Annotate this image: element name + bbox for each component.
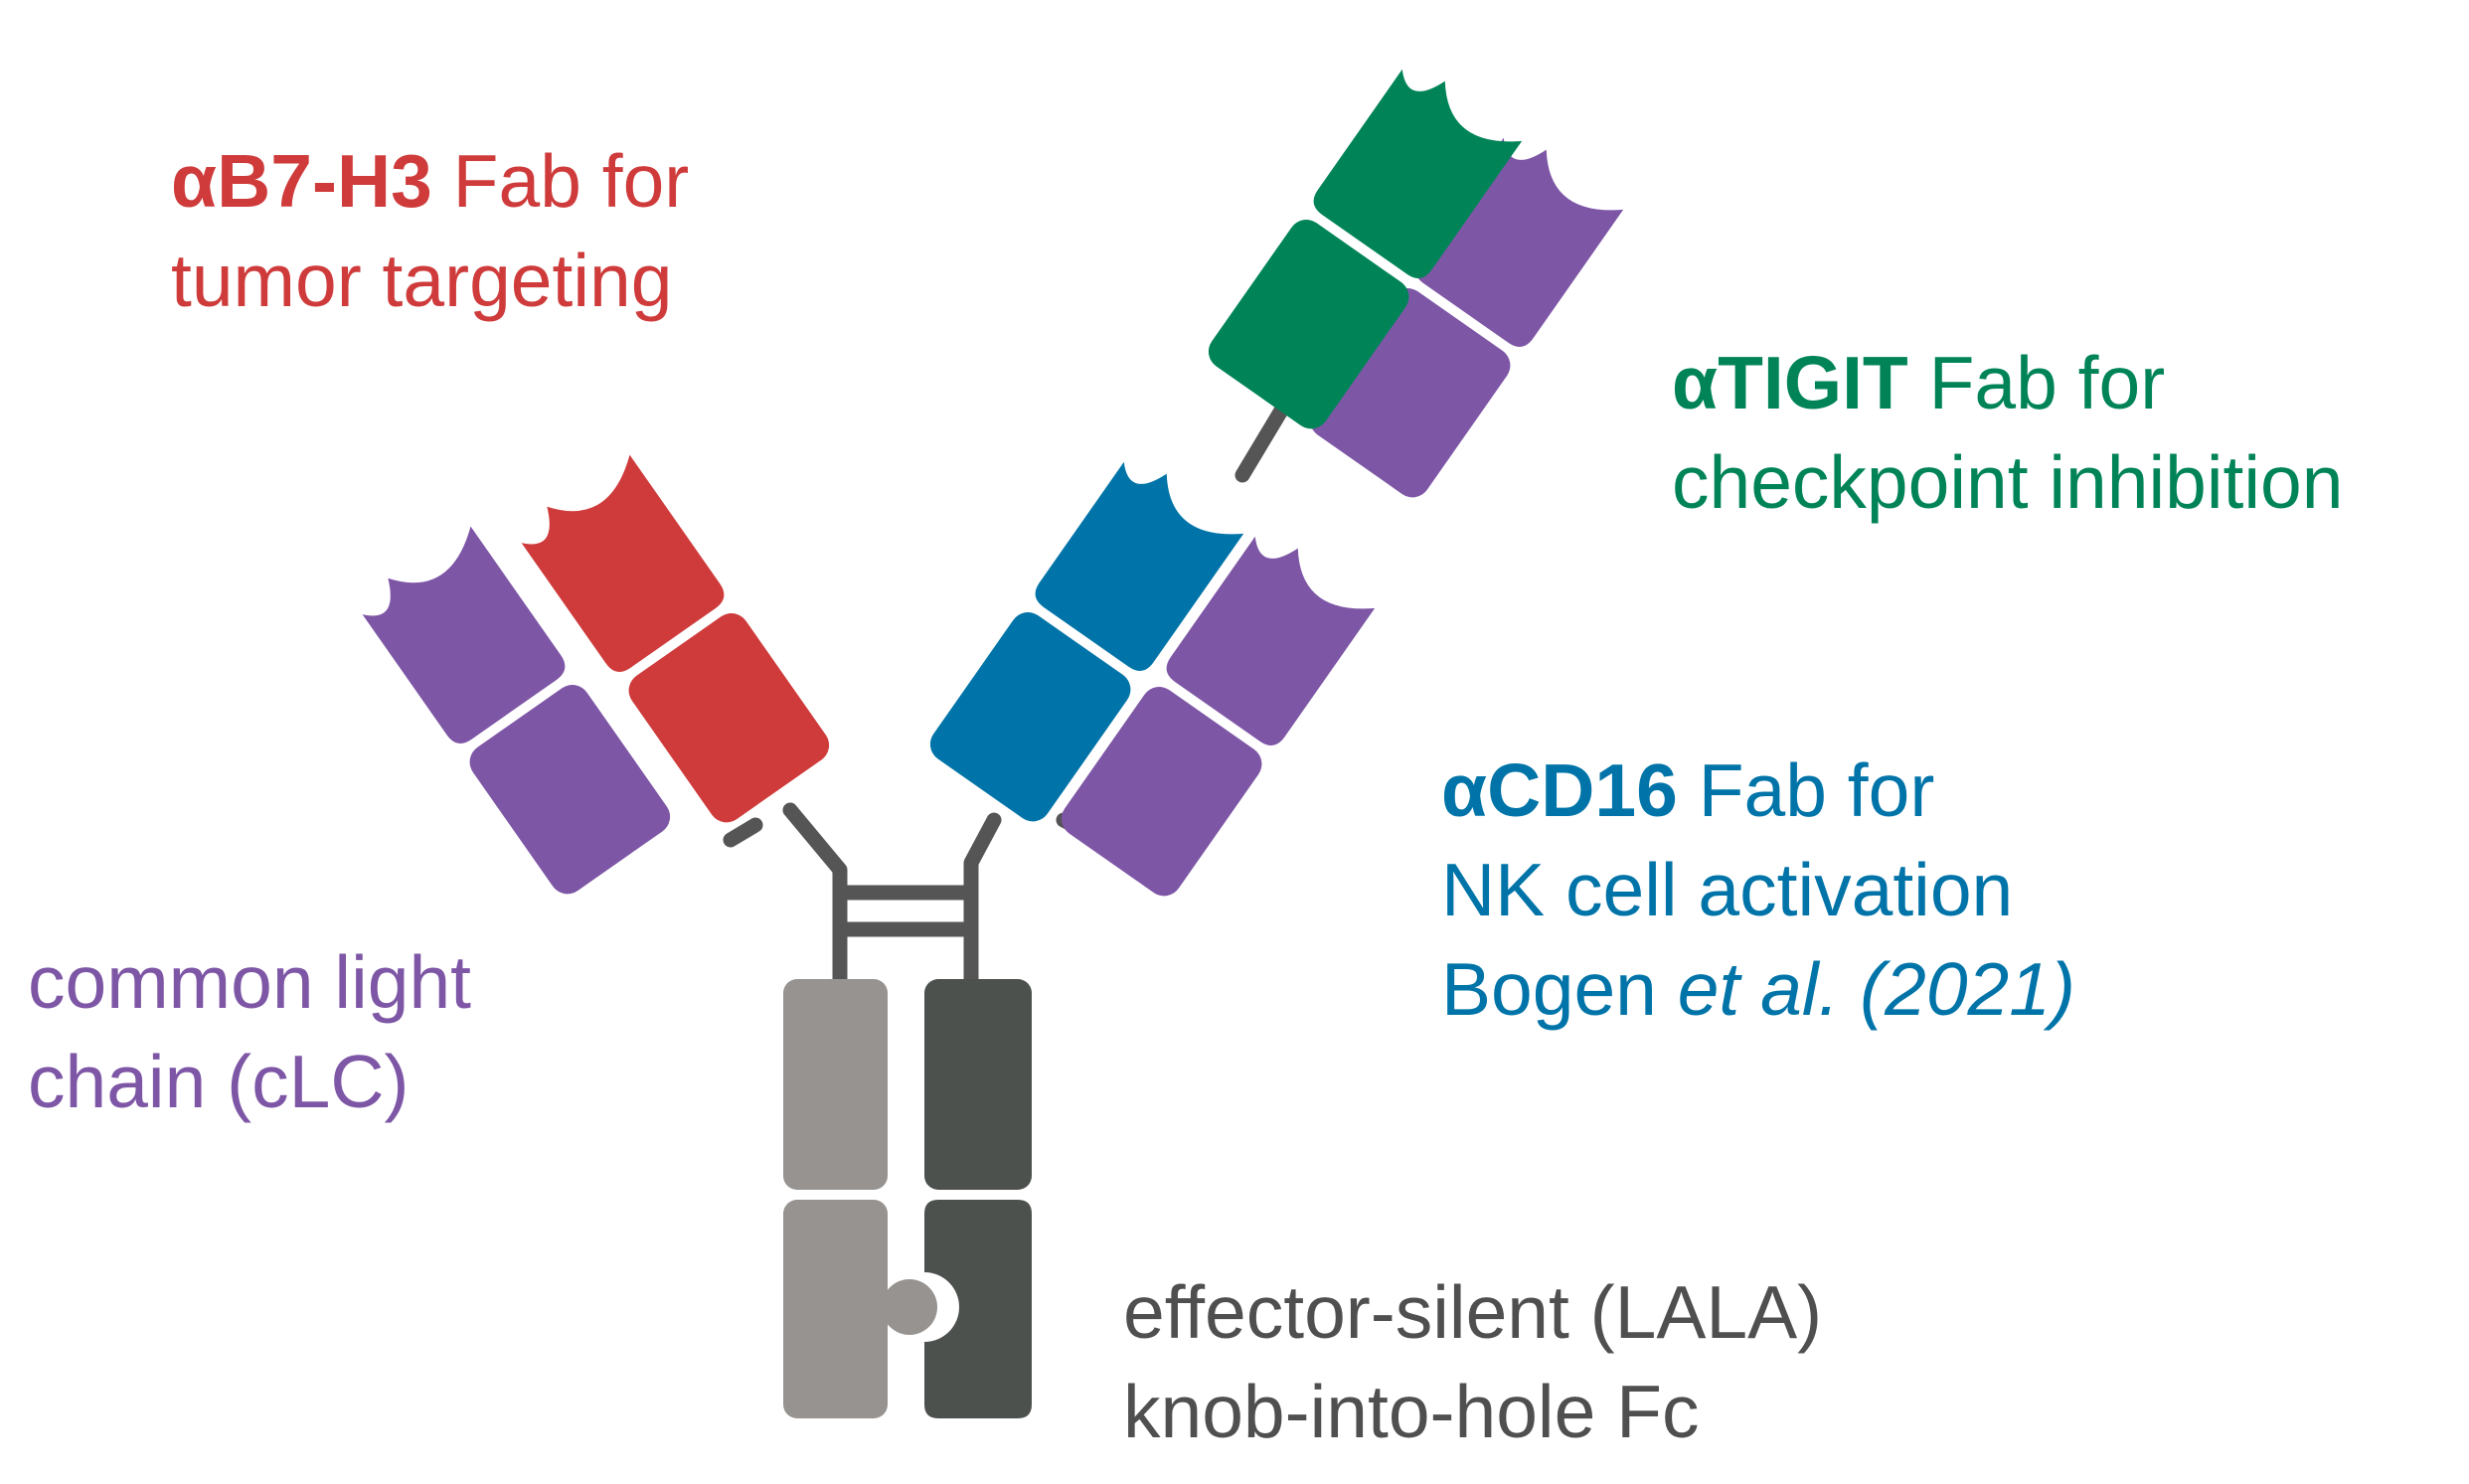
clc-label-line2: chain (cLC): [28, 1040, 410, 1123]
fc-label: effector-silent (LALA) knob-into-hole Fc: [1123, 1262, 1822, 1461]
tigit-target-name: αTIGIT: [1672, 341, 1908, 424]
left-heavy-linker: [782, 802, 848, 992]
b7h3-label-suffix: Fab for: [431, 139, 690, 223]
cd16-label-line2: NK cell activation: [1441, 848, 2014, 931]
left-light-linker: [723, 817, 763, 848]
cd16-label-suffix: Fab for: [1677, 748, 1935, 832]
tigit-label-line2: checkpoint inhibition: [1672, 440, 2344, 524]
b7h3-label: αB7-H3 Fab for tumor targeting: [171, 131, 689, 330]
cd16-target-name: αCD16: [1441, 748, 1678, 832]
fc-knob: [882, 1279, 937, 1335]
tigit-label-suffix: Fab for: [1907, 341, 2166, 424]
b7h3-label-line2: tumor targeting: [171, 239, 673, 322]
fc-hole-chain: [924, 979, 1032, 1418]
clc-label: common light chain (cLC): [28, 932, 471, 1131]
fc-label-line1: effector-silent (LALA): [1123, 1270, 1823, 1354]
fc-label-line2: knob-into-hole Fc: [1123, 1370, 1700, 1453]
fc-knob-ch2-domain: [783, 979, 888, 1190]
tigit-label: αTIGIT Fab for checkpoint inhibition: [1672, 333, 2343, 532]
fc-knob-ch3-domain: [783, 1200, 888, 1418]
cd16-label: αCD16 Fab for NK cell activation Bogen e…: [1441, 741, 2075, 1039]
cd16-reference-author: Bogen: [1441, 947, 1678, 1031]
fc-hole-ch2-domain: [924, 979, 1032, 1190]
clc-label-line1: common light: [28, 940, 472, 1024]
fc-knob-chain: [783, 979, 937, 1418]
right-heavy-linker: [963, 812, 1002, 992]
b7h3-target-name: αB7-H3: [171, 139, 432, 223]
cd16-reference-etal: et al. (2021): [1677, 947, 2075, 1031]
fc-hole-ch3-domain: [924, 1200, 1032, 1418]
tigit-linker: [1234, 398, 1292, 483]
